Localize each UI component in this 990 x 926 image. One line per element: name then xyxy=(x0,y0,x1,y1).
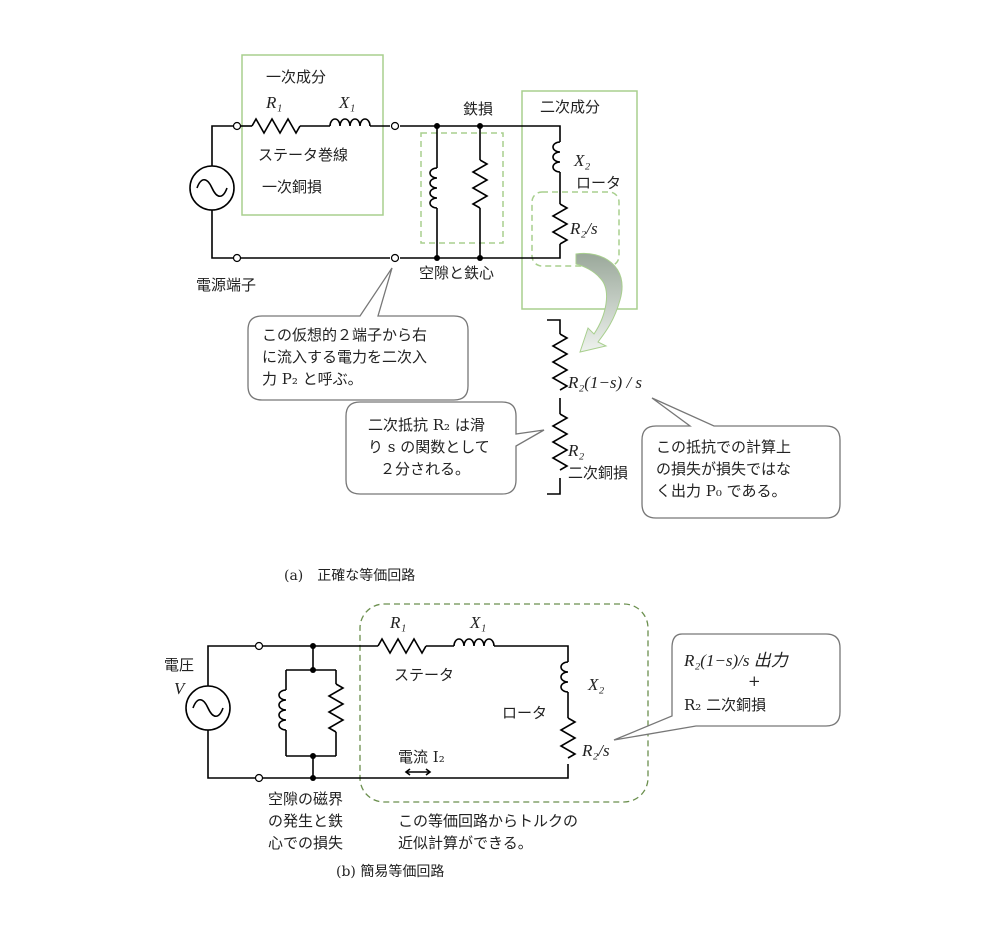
output-callout-b xyxy=(613,633,841,741)
caption-b: (b) 簡易等価回路 xyxy=(336,863,444,880)
stator-label-b: ステータ xyxy=(394,666,454,684)
rotor-resistance-box xyxy=(531,191,620,267)
primary-copper-loss-label: 一次銅損 xyxy=(262,178,322,196)
torque-note-line-2: 近似計算ができる。 xyxy=(398,834,533,852)
airgap-core-label: 空隙と鉄心 xyxy=(419,264,494,282)
secondary-component-box xyxy=(521,90,638,310)
primary-label: 一次成分 xyxy=(266,68,326,86)
magnetizing-inductor xyxy=(429,167,438,209)
caption-a: (a) 正確な等価回路 xyxy=(284,567,415,584)
x2-label-b: X₂ xyxy=(587,675,604,694)
r2-label: R₂ xyxy=(567,441,584,460)
r2s-resistor xyxy=(551,203,569,245)
magnetizing-inductor-b xyxy=(278,689,287,731)
load-resistor-label: R₂(1−s) / s xyxy=(567,373,642,392)
r1-resistor-b xyxy=(377,637,427,655)
callout-split-line-3: ２分される。 xyxy=(380,460,470,478)
torque-note-line-1: この等価回路からトルクの xyxy=(398,812,578,830)
r1-resistor xyxy=(251,117,301,135)
r2s-label-b: R₂/s xyxy=(581,741,610,760)
x1-label: X₁ xyxy=(338,93,355,112)
primary-component-box xyxy=(241,54,384,216)
callout-input-line-1: この仮想的２端子から右 xyxy=(262,326,427,344)
r2s-resistor-b xyxy=(559,717,577,759)
voltage-label: 電圧 xyxy=(164,656,194,674)
callout-b-line-3: R₂ 二次銅損 xyxy=(684,696,766,714)
r1-label-b: R₁ xyxy=(389,613,406,632)
load-resistor xyxy=(551,333,569,391)
callout-input-line-2: に流入する電力を二次入 xyxy=(262,348,427,366)
callout-input-line-3: 力 P₂ と呼ぶ。 xyxy=(262,370,363,388)
callout-output-line-1: この抵抗での計算上 xyxy=(656,438,791,456)
rotor-label-b: ロータ xyxy=(502,704,547,722)
circuit-a: 一次成分 R₁ X₁ ステータ巻線 一次銅損 鉄損 二次成分 X₂ ロータ R₂… xyxy=(189,54,841,584)
secondary-circuit-box xyxy=(359,603,649,803)
secondary-input-callout xyxy=(247,267,469,401)
x1-inductor-b xyxy=(453,638,495,647)
r2s-label: R₂/s xyxy=(569,219,598,238)
v-label: V xyxy=(174,679,187,698)
resistance-split-callout xyxy=(345,401,545,495)
sine-wave-icon xyxy=(196,178,228,198)
airgap-note-line-2: の発生と鉄 xyxy=(268,812,343,830)
current-label: 電流 I₂ xyxy=(398,748,445,766)
airgap-note-line-3: 心での損失 xyxy=(268,834,343,852)
iron-loss-label: 鉄損 xyxy=(463,100,493,118)
x2-label: X₂ xyxy=(573,151,590,170)
secondary-label: 二次成分 xyxy=(540,98,600,116)
stator-winding-label: ステータ巻線 xyxy=(258,146,348,164)
core-loss-resistor xyxy=(471,159,489,209)
callout-output-line-3: く出力 P₀ である。 xyxy=(656,482,787,500)
x1-label-b: X₁ xyxy=(469,613,486,632)
r1-label: R₁ xyxy=(265,93,282,112)
output-callout xyxy=(641,397,841,519)
circuit-b: 電圧 V R₁ X₁ ステータ X₂ ロータ R₂/s 電流 I₂ 空隙の磁界 … xyxy=(164,603,841,880)
callout-split-line-2: り s の関数として xyxy=(368,438,490,456)
rotor-label: ロータ xyxy=(576,174,621,192)
x1-inductor xyxy=(329,118,371,127)
secondary-copper-loss-label: 二次銅損 xyxy=(568,464,628,482)
core-loss-resistor-b xyxy=(327,683,345,733)
callout-output-line-2: の損失が損失ではな xyxy=(656,460,791,478)
split-arrow-icon xyxy=(575,252,623,353)
iron-loss-box xyxy=(420,132,504,244)
airgap-note-line-1: 空隙の磁界 xyxy=(268,790,343,808)
callout-b-line-1: R₂(1−s)/s 出力 xyxy=(683,651,790,670)
x2-inductor-b xyxy=(560,661,569,693)
x2-inductor xyxy=(552,141,561,173)
source-terminal-label: 電源端子 xyxy=(196,276,256,294)
callout-b-plus: + xyxy=(748,672,761,690)
callout-split-line-1: 二次抵抗 R₂ は滑 xyxy=(368,416,485,434)
sine-wave-icon-b xyxy=(192,698,224,718)
r2-resistor xyxy=(551,413,569,471)
